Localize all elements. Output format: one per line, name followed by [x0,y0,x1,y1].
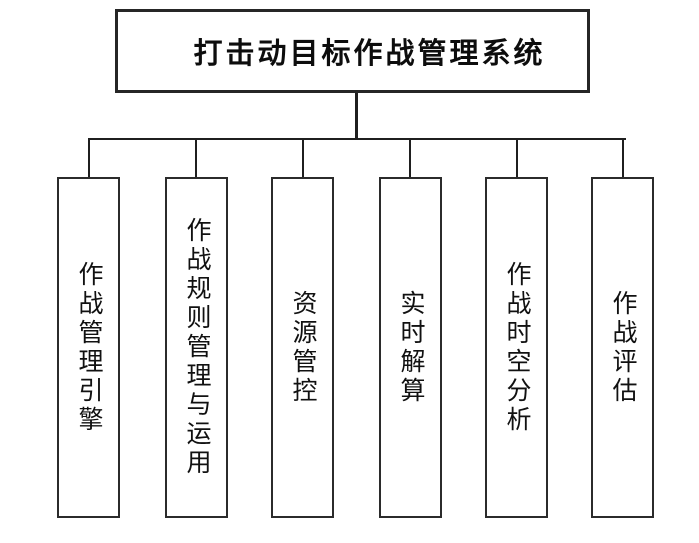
child-node-label: 资源管控 [289,289,317,406]
connector-drop-1 [88,140,90,177]
connector-drop-2 [195,140,197,177]
root-node-label: 打击动目标作战管理系统 [193,38,546,70]
child-node-label: 作战规则管理与运用 [183,217,211,478]
child-node-label: 作战时空分析 [503,260,531,435]
child-node-label: 实时解算 [397,289,425,406]
child-node-resource-control: 资源管控 [271,177,334,518]
connector-stem [355,93,358,140]
connector-drop-5 [516,140,518,177]
child-node-combat-management-engine: 作战管理引擎 [57,177,120,518]
connector-drop-3 [302,140,304,177]
child-node-label: 作战评估 [609,289,637,406]
child-node-label: 作战管理引擎 [75,260,103,435]
connector-drop-4 [409,140,411,177]
connector-bus [88,138,626,140]
root-node: 打击动目标作战管理系统 [115,9,590,93]
child-node-realtime-calculation: 实时解算 [379,177,442,518]
connector-drop-6 [622,140,624,177]
child-node-combat-rules-management: 作战规则管理与运用 [165,177,228,518]
child-node-spatiotemporal-analysis: 作战时空分析 [485,177,548,518]
child-node-combat-assessment: 作战评估 [591,177,654,518]
